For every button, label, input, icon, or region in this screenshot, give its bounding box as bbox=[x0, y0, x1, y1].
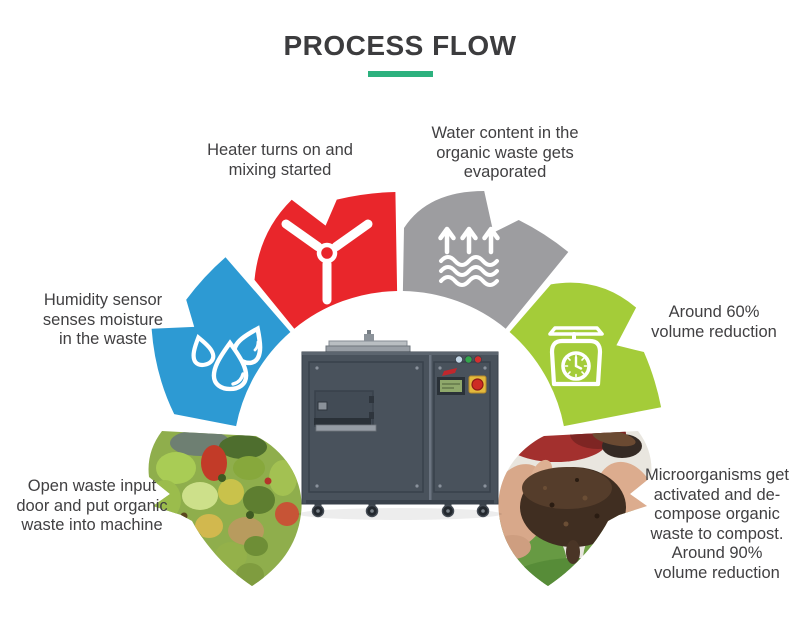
organic-waste-photo bbox=[148, 431, 302, 586]
step-label-line: waste to compost. bbox=[650, 524, 784, 543]
composting-machine-photo bbox=[298, 330, 502, 520]
machine-logo-mark bbox=[442, 368, 457, 376]
step-label-line: organic waste gets bbox=[436, 143, 574, 162]
step-label-line: Heater turns on and bbox=[207, 141, 353, 159]
label-heating-mixing: Heater turns on and mixing started bbox=[190, 141, 370, 180]
step-label-line: evaporated bbox=[463, 163, 547, 181]
title-underline bbox=[368, 71, 433, 77]
page-title: PROCESS FLOW bbox=[283, 30, 517, 61]
step-label-line: waste into machine bbox=[21, 516, 163, 534]
caster-wheels bbox=[311, 502, 490, 518]
segment-evaporation bbox=[402, 191, 569, 329]
water-drops-icon bbox=[189, 323, 269, 389]
weighing-scale-icon bbox=[548, 326, 604, 387]
step-label-line: in the waste bbox=[58, 330, 148, 348]
evaporation-arrows-icon bbox=[438, 226, 500, 287]
step-label-line: door and put organic bbox=[16, 496, 168, 515]
segment-reduction bbox=[509, 282, 662, 427]
step-label-line: Water content in the bbox=[431, 124, 579, 142]
step-label-line: Open waste input bbox=[27, 477, 157, 495]
machine-output-slot bbox=[314, 418, 371, 425]
label-humidity-sensor: Humidity sensor senses moisture in the w… bbox=[28, 291, 178, 350]
step-label-line: compose organic bbox=[654, 505, 780, 523]
label-volume-reduction: Around 60% volume reduction bbox=[634, 303, 794, 342]
step-label-line: mixing started bbox=[228, 160, 332, 179]
label-compost-output: Microorganisms get activated and de- com… bbox=[637, 466, 797, 583]
step-label-line: Humidity sensor bbox=[43, 291, 163, 309]
machine-left-panel bbox=[308, 361, 424, 493]
step-label-line: activated and de- bbox=[653, 485, 781, 504]
label-waste-input: Open waste input door and put organic wa… bbox=[14, 477, 170, 536]
step-label-line: Around 90% bbox=[671, 544, 763, 562]
segment-humidity bbox=[151, 257, 291, 427]
mixer-fan-icon bbox=[281, 219, 373, 305]
step-label-line: senses moisture bbox=[42, 310, 164, 329]
step-label-line: volume reduction bbox=[654, 563, 780, 582]
indicator-lights bbox=[454, 355, 482, 364]
label-evaporation: Water content in the organic waste gets … bbox=[420, 124, 590, 183]
step-label-line: Microorganisms get bbox=[645, 466, 789, 484]
step-label-line: Around 60% bbox=[668, 303, 760, 321]
panel-screws bbox=[315, 366, 487, 488]
step-label-line: volume reduction bbox=[651, 322, 777, 341]
hopper-pin bbox=[367, 330, 371, 336]
